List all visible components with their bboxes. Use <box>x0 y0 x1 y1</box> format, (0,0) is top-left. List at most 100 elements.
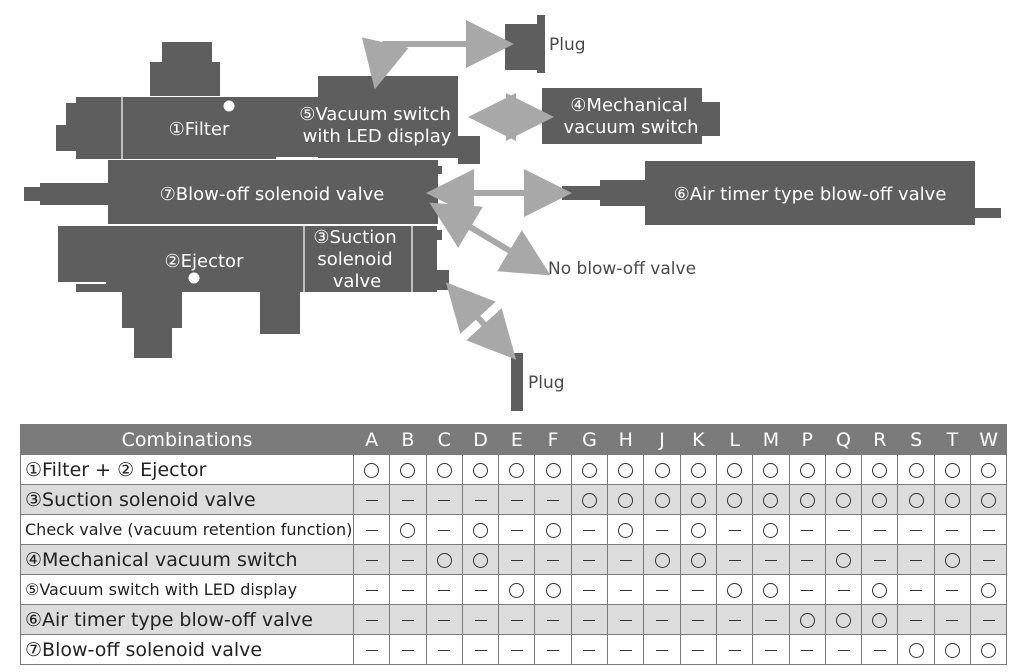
cell-l <box>715 604 754 635</box>
cell-k <box>679 454 717 485</box>
row-label: ⑤Vacuum switch with LED display <box>20 574 354 605</box>
included-circle-icon <box>944 493 960 508</box>
included-circle-icon <box>763 493 779 508</box>
not-included-dash-icon <box>401 590 414 591</box>
column-header-q: Q <box>824 424 863 455</box>
blowoff-solenoid-unit <box>24 160 442 224</box>
column-header-s: S <box>897 424 935 455</box>
cell-t <box>933 604 972 635</box>
column-header-p: P <box>788 424 826 455</box>
included-circle-icon <box>872 613 888 628</box>
column-header-m: M <box>752 424 790 455</box>
cell-t <box>933 454 972 485</box>
included-circle-icon <box>944 553 960 568</box>
combinations-header: Combinations <box>20 424 354 455</box>
not-included-dash-icon <box>656 650 669 651</box>
not-included-dash-icon <box>764 650 777 651</box>
included-circle-icon <box>799 613 815 628</box>
cell-w <box>970 514 1008 545</box>
included-circle-icon <box>400 523 416 538</box>
included-circle-icon <box>908 493 924 508</box>
not-included-dash-icon <box>764 560 777 561</box>
cell-d <box>461 544 500 575</box>
suction-label-3: valve <box>333 271 381 292</box>
cell-f <box>534 514 572 545</box>
included-circle-icon <box>799 463 815 478</box>
cell-h <box>607 634 645 665</box>
table-row: ⑥Air timer type blow-off valve <box>20 604 1008 635</box>
cell-d <box>461 484 500 515</box>
column-header-w: W <box>970 424 1008 455</box>
vacuum-switch-led-label-1: ⑤Vacuum switch <box>299 104 451 125</box>
not-included-dash-icon <box>728 530 741 531</box>
filter-label: ①Filter <box>169 119 230 140</box>
cell-m <box>752 454 790 485</box>
cell-g <box>570 514 609 545</box>
not-included-dash-icon <box>438 620 451 621</box>
cell-b <box>389 604 427 635</box>
air-timer-unit <box>562 161 1001 225</box>
not-included-dash-icon <box>837 590 850 591</box>
not-included-dash-icon <box>801 560 814 561</box>
not-included-dash-icon <box>583 560 596 561</box>
not-included-dash-icon <box>946 590 959 591</box>
cell-f <box>534 544 572 575</box>
row-label: ⑦Blow-off solenoid valve <box>20 634 354 665</box>
cell-w <box>970 484 1008 515</box>
cell-k <box>679 574 717 605</box>
cell-e <box>498 454 536 485</box>
plug-top <box>505 15 545 73</box>
not-included-dash-icon <box>510 620 523 621</box>
not-included-dash-icon <box>982 530 995 531</box>
cell-b <box>389 514 427 545</box>
cell-w <box>970 454 1008 485</box>
not-included-dash-icon <box>365 560 378 561</box>
cell-f <box>534 454 572 485</box>
not-included-dash-icon <box>547 650 560 651</box>
included-circle-icon <box>981 493 997 508</box>
cell-t <box>933 634 972 665</box>
cell-d <box>461 514 500 545</box>
cell-c <box>425 514 463 545</box>
included-circle-icon <box>690 553 706 568</box>
cell-b <box>389 484 427 515</box>
cell-j <box>643 574 681 605</box>
cell-g <box>570 484 609 515</box>
column-header-l: L <box>715 424 754 455</box>
cell-k <box>679 604 717 635</box>
not-included-dash-icon <box>547 560 560 561</box>
not-included-dash-icon <box>656 590 669 591</box>
arrow-plug-bottom <box>445 282 517 360</box>
column-header-t: T <box>933 424 972 455</box>
cell-f <box>534 604 572 635</box>
included-circle-icon <box>690 523 706 538</box>
included-circle-icon <box>799 493 815 508</box>
cell-f <box>534 484 572 515</box>
included-circle-icon <box>509 583 525 598</box>
not-included-dash-icon <box>438 650 451 651</box>
mechanical-vacuum-switch-unit <box>542 88 720 144</box>
not-included-dash-icon <box>583 650 596 651</box>
cell-k <box>679 484 717 515</box>
included-circle-icon <box>436 553 452 568</box>
cell-t <box>933 574 972 605</box>
cell-q <box>824 484 863 515</box>
included-circle-icon <box>654 463 670 478</box>
not-included-dash-icon <box>365 650 378 651</box>
not-included-dash-icon <box>910 530 923 531</box>
cell-c <box>425 484 463 515</box>
cell-h <box>607 514 645 545</box>
not-included-dash-icon <box>910 560 923 561</box>
not-included-dash-icon <box>801 530 814 531</box>
cell-w <box>970 544 1008 575</box>
cell-g <box>570 574 609 605</box>
included-circle-icon <box>727 493 743 508</box>
arrows <box>361 20 572 360</box>
column-header-a: A <box>352 424 391 455</box>
not-included-dash-icon <box>910 590 923 591</box>
included-circle-icon <box>509 463 525 478</box>
not-included-dash-icon <box>873 560 886 561</box>
not-included-dash-icon <box>692 620 705 621</box>
not-included-dash-icon <box>656 620 669 621</box>
